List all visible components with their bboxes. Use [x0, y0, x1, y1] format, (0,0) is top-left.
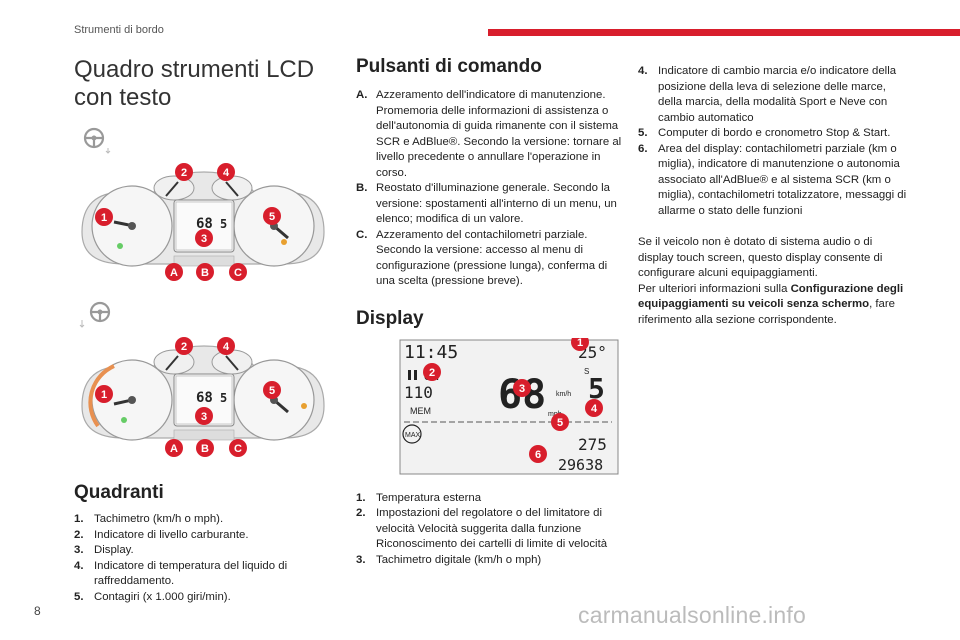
marker-a: A: [170, 443, 178, 455]
display-illustration: 11:45 25° 68 5 ON 110 MEM km/h mph S 275…: [399, 332, 619, 474]
display-marker-6: 6: [535, 449, 541, 461]
header-accent-bar: [488, 29, 960, 36]
list-item: A.Azzeramento dell'indicatore di manuten…: [356, 89, 622, 179]
cluster-top-markers: [95, 163, 281, 281]
section-heading-display: Display: [356, 307, 424, 329]
list-item: B.Reostato d'illuminazione generale. Sec…: [356, 182, 617, 225]
section-heading-pulsanti: Pulsanti di comando: [356, 56, 542, 77]
display-mph: mph: [548, 411, 562, 418]
display-marker-5: 5: [557, 417, 563, 429]
list-item: 1.Tachimetro (km/h o mph).: [74, 513, 224, 525]
pulsanti-list: A.Azzeramento dell'indicatore di manuten…: [356, 88, 624, 290]
marker-4: 4: [223, 167, 230, 179]
cluster-body: 68 5: [81, 345, 325, 441]
display-range: 275: [578, 435, 607, 454]
list-item: C.Azzeramento del contachilometri parzia…: [356, 228, 608, 288]
marker-5: 5: [269, 211, 275, 223]
section-heading-quadranti: Quadranti: [74, 482, 164, 503]
display-gear: 5: [588, 372, 605, 405]
column-middle: Pulsanti di comando A.Azzeramento dell'i…: [356, 56, 624, 568]
marker-c: C: [234, 267, 242, 279]
list-item: 3.Display.: [74, 544, 134, 556]
cluster-bottom-gear: 5: [220, 391, 227, 405]
list-item: 4.Indicatore di cambio marcia e/o indica…: [638, 65, 897, 124]
list-item: 5.Computer di bordo e cronometro Stop & …: [638, 127, 891, 139]
display-marker-4: 4: [591, 403, 598, 415]
marker-4: 4: [223, 341, 230, 353]
marker-a: A: [170, 267, 178, 279]
marker-2: 2: [181, 167, 187, 179]
display-list: 1.Temperatura esterna 2.Impostazioni del…: [356, 491, 624, 569]
cluster-top-gear: 5: [220, 217, 227, 231]
list-item: 2.Impostazioni del regolatore o del limi…: [356, 507, 608, 550]
marker-b: B: [201, 443, 209, 455]
display-s: S: [584, 367, 589, 376]
display-list-continued: 4.Indicatore di cambio marcia e/o indica…: [638, 64, 908, 219]
reference-link-text: Configurazione degli equipaggiamenti su …: [638, 282, 904, 311]
instrument-cluster-illustration-lhd: 68 5 1 2 3 4 5 A B C: [81, 163, 325, 281]
list-item: 6.Area del display: contachilometri parz…: [638, 142, 907, 217]
column-right: 4.Indicatore di cambio marcia e/o indica…: [638, 64, 908, 328]
display-kmh: km/h: [556, 391, 571, 398]
marker-2: 2: [181, 341, 187, 353]
quadranti-list: 1.Tachimetro (km/h o mph). 2.Indicatore …: [74, 512, 332, 605]
display-clock: 11:45: [404, 342, 458, 363]
info-paragraph: Se il veicolo non è dotato di sistema au…: [638, 236, 883, 279]
running-header: Strumenti di bordo: [74, 24, 164, 36]
marker-3: 3: [201, 233, 207, 245]
page-number: 8: [34, 604, 41, 618]
display-odo: 29638: [558, 456, 603, 474]
list-item: 2.Indicatore di livello carburante.: [74, 528, 249, 541]
marker-c: C: [234, 443, 242, 455]
marker-3: 3: [201, 411, 207, 423]
display-marker-1: 1: [577, 338, 583, 349]
marker-1: 1: [101, 389, 107, 401]
marker-5: 5: [269, 385, 275, 397]
page-title: Quadro strumenti LCD con testo: [74, 56, 315, 111]
display-marker-3: 3: [519, 383, 525, 395]
display-cruise: 110: [404, 383, 433, 402]
steering-wheel-right-icon: [79, 301, 111, 328]
display-marker-2: 2: [429, 367, 435, 379]
display-max: MAX: [405, 432, 421, 439]
cluster-body: 68 5: [81, 171, 325, 267]
display-markers: [423, 332, 603, 463]
list-item: 1.Temperatura esterna: [356, 491, 482, 504]
display-mem: MEM: [410, 406, 431, 416]
steering-wheel-left-icon: [83, 127, 111, 154]
list-item: 5.Contagiri (x 1.000 giri/min).: [74, 590, 231, 603]
list-item: 3.Tachimetro digitale (km/h o mph): [356, 553, 542, 566]
cluster-bottom-speed: 68: [196, 390, 213, 406]
watermark: carmanualsonline.info: [578, 602, 806, 628]
list-item: 4.Indicatore di temperatura del liquido …: [74, 559, 288, 588]
cluster-top-speed: 68: [196, 216, 213, 232]
column-left: Quadro strumenti LCD con testo 68 5: [74, 56, 332, 605]
reference-paragraph: Per ulteriori informazioni sulla Configu…: [638, 282, 904, 326]
marker-b: B: [201, 267, 209, 279]
cluster-bottom-markers: [95, 337, 281, 457]
marker-1: 1: [101, 212, 107, 224]
instrument-cluster-illustration-rhd: 68 5 1 2 3 4 5 A B C: [81, 337, 325, 457]
